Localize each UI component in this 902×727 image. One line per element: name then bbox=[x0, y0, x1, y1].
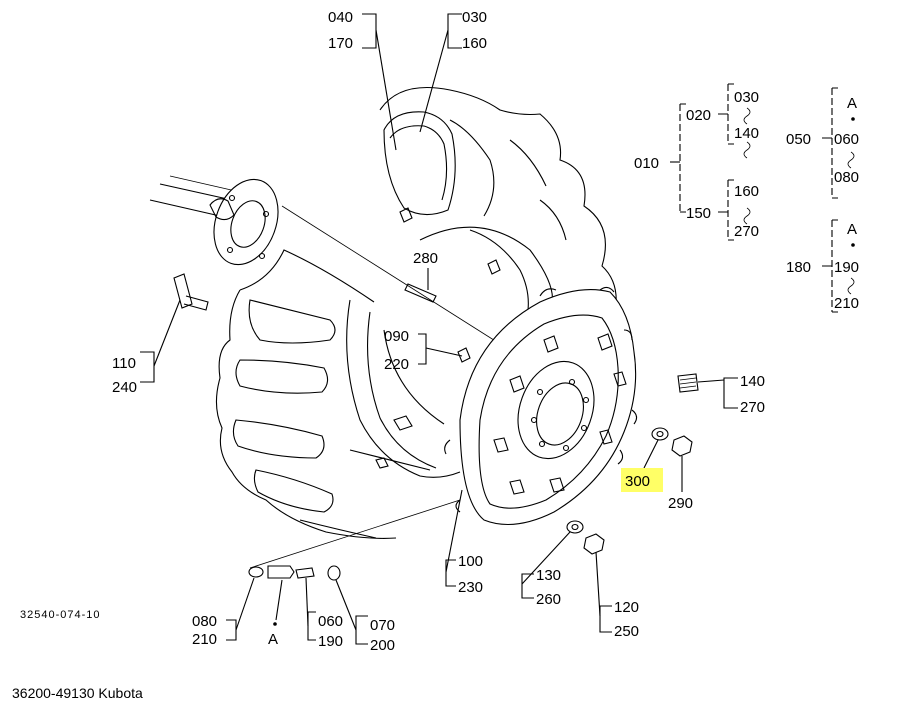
tree-150: 150 bbox=[686, 205, 711, 222]
label-290: 290 bbox=[668, 495, 693, 512]
pin-280 bbox=[404, 283, 437, 303]
tree-060: 060 bbox=[834, 131, 859, 148]
label-280: 280 bbox=[413, 250, 438, 267]
label-030: 030 bbox=[462, 9, 487, 26]
label-A: A bbox=[268, 631, 278, 648]
tree-050: 050 bbox=[786, 131, 811, 148]
component-tree bbox=[670, 83, 855, 313]
bolt-110 bbox=[173, 273, 209, 311]
tree-160: 160 bbox=[734, 183, 759, 200]
label-040: 040 bbox=[328, 9, 353, 26]
washer-130 bbox=[566, 520, 584, 534]
part-caption: 36200-49130 Kubota bbox=[12, 685, 143, 701]
tree-190: 190 bbox=[834, 259, 859, 276]
label-060: 060 bbox=[318, 613, 343, 630]
callout-labels: 040 170 030 160 280 090 220 110 240 140 … bbox=[112, 9, 765, 654]
tree-A-2: A bbox=[847, 221, 857, 238]
tree-010: 010 bbox=[634, 155, 659, 172]
label-230: 230 bbox=[458, 579, 483, 596]
tire bbox=[215, 87, 617, 539]
label-120: 120 bbox=[614, 599, 639, 616]
label-240: 240 bbox=[112, 379, 137, 396]
label-300: 300 bbox=[625, 473, 650, 490]
washer-300 bbox=[651, 427, 669, 441]
label-100: 100 bbox=[458, 553, 483, 570]
tree-080: 080 bbox=[834, 169, 859, 186]
tree-A-1: A bbox=[847, 95, 857, 112]
wheel-disc bbox=[444, 286, 638, 525]
label-220: 220 bbox=[384, 356, 409, 373]
drawing-number: 32540-074-10 bbox=[20, 609, 101, 621]
label-110: 110 bbox=[112, 355, 136, 372]
label-130: 130 bbox=[536, 567, 561, 584]
axle-shaft bbox=[149, 175, 279, 266]
tree-180: 180 bbox=[786, 259, 811, 276]
label-210: 210 bbox=[192, 631, 217, 648]
leader-lines bbox=[140, 13, 738, 645]
label-170: 170 bbox=[328, 35, 353, 52]
label-070: 070 bbox=[370, 617, 395, 634]
tree-labels: 010 020 030 140 150 160 270 050 A 060 08… bbox=[634, 89, 859, 312]
nut-120 bbox=[583, 533, 605, 555]
label-140: 140 bbox=[740, 373, 765, 390]
valve-assembly bbox=[248, 565, 341, 581]
label-270: 270 bbox=[740, 399, 765, 416]
weight-140 bbox=[677, 373, 699, 393]
highlight-300 bbox=[621, 468, 663, 492]
label-250: 250 bbox=[614, 623, 639, 640]
tree-270: 270 bbox=[734, 223, 759, 240]
label-080: 080 bbox=[192, 613, 217, 630]
label-200: 200 bbox=[370, 637, 395, 654]
label-260: 260 bbox=[536, 591, 561, 608]
label-090: 090 bbox=[384, 328, 409, 345]
tree-020: 020 bbox=[686, 107, 711, 124]
label-160: 160 bbox=[462, 35, 487, 52]
label-190: 190 bbox=[318, 633, 343, 650]
nut-290 bbox=[671, 435, 693, 457]
tree-030: 030 bbox=[734, 89, 759, 106]
tree-210: 210 bbox=[834, 295, 859, 312]
tree-140: 140 bbox=[734, 125, 759, 142]
